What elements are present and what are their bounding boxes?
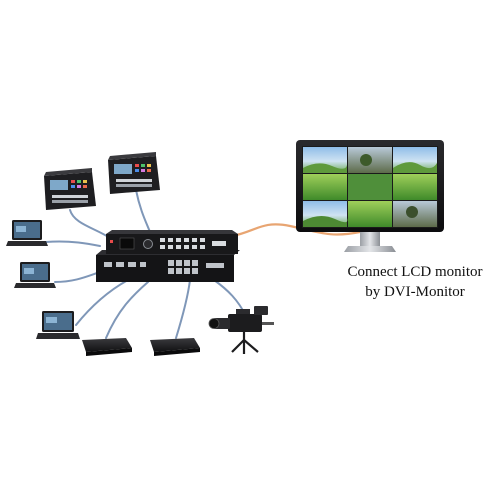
processor-buttons bbox=[160, 238, 226, 249]
caption-line-2: by DVI-Monitor bbox=[365, 284, 465, 300]
camera-body bbox=[228, 314, 262, 332]
scenery-hills bbox=[303, 215, 348, 227]
tile bbox=[393, 174, 437, 200]
processor-led bbox=[110, 240, 113, 243]
video-camera bbox=[208, 306, 274, 354]
laptop-1 bbox=[6, 220, 48, 246]
tile bbox=[348, 201, 392, 227]
panel-keys bbox=[116, 164, 152, 187]
cable-laptop-1 bbox=[45, 240, 101, 247]
laptop-base bbox=[36, 333, 80, 339]
cable-laptop-3 bbox=[75, 279, 129, 326]
set-top-box-2 bbox=[150, 338, 200, 356]
camera-tripod bbox=[231, 332, 259, 354]
set-top-box-1 bbox=[82, 338, 132, 356]
scenery-tree bbox=[406, 206, 418, 218]
processor-lcd bbox=[119, 237, 135, 250]
tile bbox=[303, 174, 347, 200]
cable-monitor bbox=[230, 223, 362, 238]
laptop-base bbox=[6, 241, 48, 246]
caption-line-1: Connect LCD monitor bbox=[347, 264, 483, 280]
panel-keys bbox=[52, 180, 88, 203]
control-panel-left bbox=[44, 168, 96, 210]
laptop-base bbox=[14, 283, 56, 288]
video-processor bbox=[96, 230, 240, 282]
camera-handle bbox=[262, 322, 274, 325]
processor-ports bbox=[104, 260, 224, 274]
cable-box-2 bbox=[175, 279, 191, 339]
monitor-stand-base bbox=[344, 246, 396, 252]
processor-knob bbox=[143, 239, 153, 249]
cable-laptop-2 bbox=[54, 271, 101, 283]
cable-panel-left bbox=[69, 209, 111, 239]
cable-box-1 bbox=[105, 281, 149, 339]
scenery-tree bbox=[360, 154, 372, 166]
monitor-stand-neck bbox=[360, 232, 380, 246]
monitor-video-wall bbox=[303, 147, 437, 227]
lcd-monitor: ● bbox=[296, 140, 444, 252]
laptop-2 bbox=[14, 262, 56, 288]
laptop-3 bbox=[36, 311, 80, 339]
scenery-hills bbox=[393, 162, 437, 173]
cable-panel-right bbox=[135, 189, 151, 233]
control-panel-right bbox=[108, 152, 160, 194]
cables bbox=[45, 189, 362, 339]
panel-screen bbox=[114, 164, 132, 174]
camera-viewfinder bbox=[254, 306, 268, 315]
tile bbox=[348, 174, 392, 200]
scenery-hills bbox=[303, 163, 347, 173]
processor-lower-unit bbox=[96, 255, 234, 282]
panel-screen bbox=[50, 180, 68, 190]
